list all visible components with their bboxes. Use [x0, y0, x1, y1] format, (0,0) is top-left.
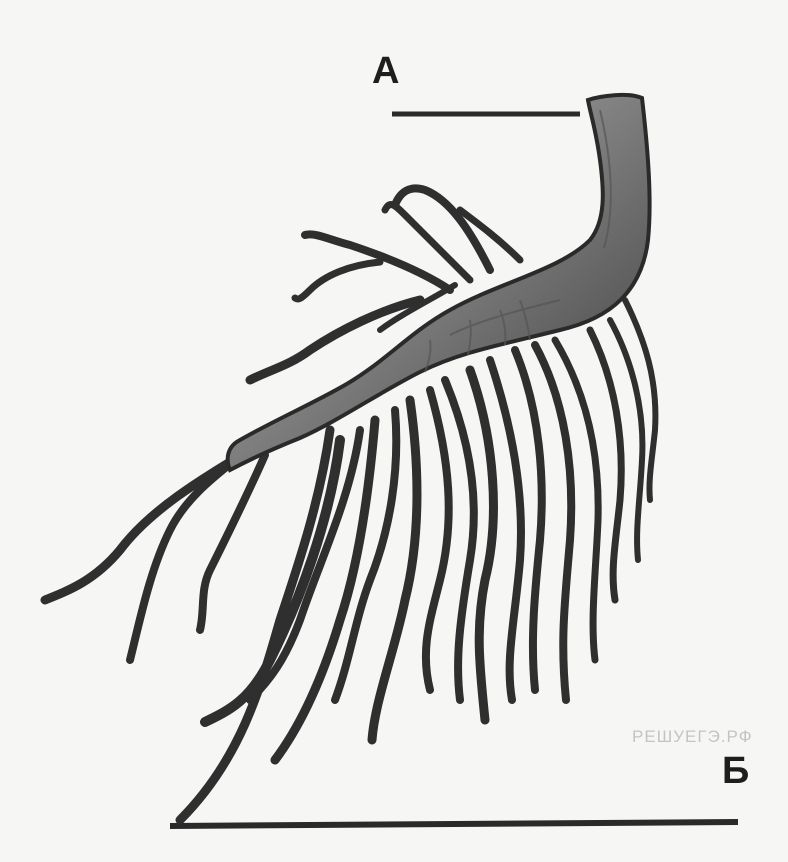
label-a: А	[372, 52, 399, 90]
watermark: РЕШУЕГЭ.РФ	[632, 727, 753, 747]
root	[426, 390, 449, 690]
leader-line-b	[170, 822, 738, 826]
root	[395, 188, 490, 270]
label-b: Б	[722, 752, 749, 790]
root	[295, 262, 380, 299]
